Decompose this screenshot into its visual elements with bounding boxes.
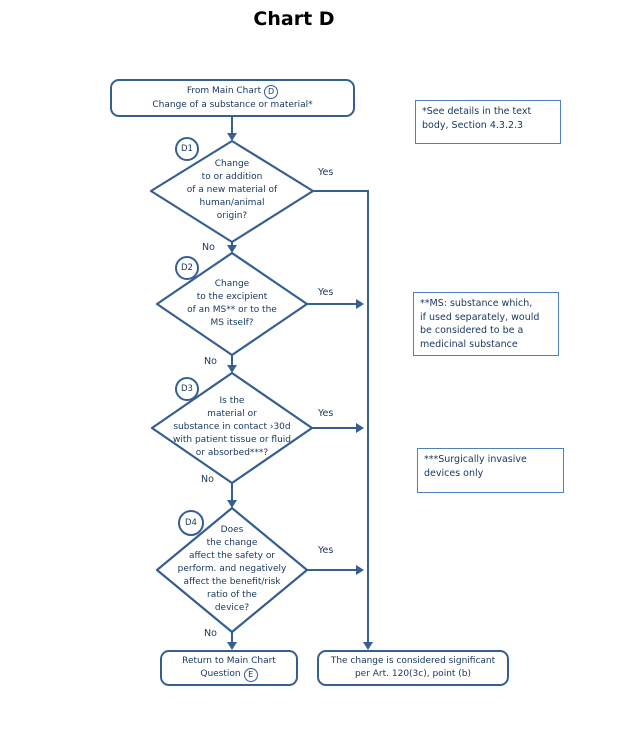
start-node-line1: From Main Chart — [186, 86, 262, 96]
arrowhead-d2-yes — [356, 299, 364, 309]
arrowhead-d4-yes — [356, 565, 364, 575]
return-node-line1: Return to Main Chart — [182, 655, 276, 666]
start-node: From Main Chart D Change of a substance … — [110, 79, 355, 117]
decision-d3-yes-label: Yes — [318, 408, 334, 419]
decision-d4-no-label: No — [204, 628, 217, 639]
arrowhead-d3-yes — [356, 423, 364, 433]
connector-yes-rail — [313, 190, 369, 643]
arrowhead-d1-d2 — [227, 245, 237, 253]
note-surgically-invasive: ***Surgically invasive devices only — [417, 448, 564, 493]
decision-d2-diamond — [155, 251, 309, 357]
decision-d4-question: Does the change affect the safety or per… — [177, 525, 287, 613]
chart-title: Chart D — [253, 8, 335, 30]
circled-d-badge: D — [264, 84, 279, 99]
note-ms-definition: **MS: substance which, if used separatel… — [413, 292, 559, 356]
circled-e-badge: E — [243, 667, 258, 682]
arrowhead-d4-return — [227, 642, 237, 650]
start-node-line2: Change of a substance or material* — [152, 99, 313, 110]
decision-d4-diamond — [155, 506, 309, 634]
decision-d4-yes-label: Yes — [318, 545, 334, 556]
decision-d1-question: Change to or addition of a new material … — [186, 159, 278, 221]
arrowhead-d2-d3 — [227, 365, 237, 373]
decision-d2-question: Change to the excipient of an MS** or to… — [187, 279, 277, 328]
decision-d1-no-label: No — [202, 242, 215, 253]
arrowhead-start-d1 — [227, 133, 237, 141]
decision-d3-no-label: No — [201, 474, 214, 485]
decision-d3-question: Is the material or substance in contact … — [172, 396, 291, 458]
decision-d4-id: D4 — [178, 510, 204, 536]
decision-d1-diamond — [149, 139, 315, 244]
decision-d1-id: D1 — [175, 137, 199, 161]
decision-d2-no-label: No — [204, 356, 217, 367]
return-node-line2: Question — [200, 669, 241, 679]
decision-d2-id: D2 — [175, 256, 199, 280]
decision-d3-id: D3 — [175, 377, 199, 401]
decision-d1-yes-label: Yes — [318, 167, 334, 178]
arrowhead-rail-significant — [363, 642, 373, 650]
significant-change-node: The change is considered significant per… — [317, 650, 509, 686]
return-node: Return to Main Chart Question E — [160, 650, 298, 686]
note-see-details: *See details in the text body, Section 4… — [415, 100, 561, 144]
decision-d3-diamond — [150, 371, 314, 485]
decision-d2-yes-label: Yes — [318, 287, 334, 298]
arrowhead-d3-d4 — [227, 500, 237, 508]
